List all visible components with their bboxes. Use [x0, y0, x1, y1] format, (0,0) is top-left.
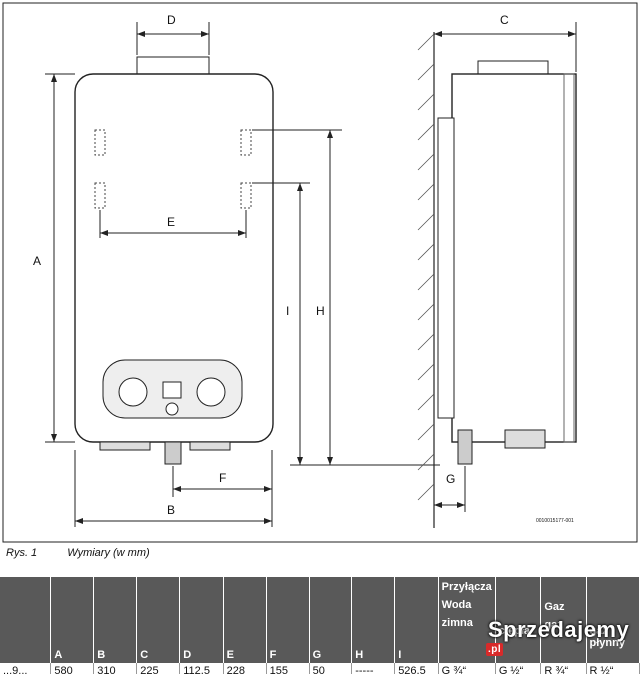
header-natural-gas: gaz — [544, 619, 563, 631]
header-a: A — [50, 577, 95, 663]
cell-gas: R ¾“ — [540, 663, 587, 674]
cell-b: 310 — [93, 663, 138, 674]
dim-label-c: C — [500, 13, 509, 27]
dim-label-e: E — [167, 215, 175, 229]
bottom-plate-right — [189, 441, 231, 451]
header-i: I — [394, 577, 439, 663]
cell-h: ----- — [351, 663, 396, 674]
cell-g: 50 — [309, 663, 353, 674]
right-knob — [196, 377, 226, 407]
header-cold: zimna — [441, 617, 473, 629]
dim-label-g: G — [446, 472, 455, 486]
side-view — [417, 32, 577, 528]
gas-connection — [164, 441, 182, 465]
display-window — [162, 381, 182, 399]
header-c: C — [136, 577, 181, 663]
header-water-cold: Przyłącza Woda zimna — [438, 577, 496, 663]
cell-c: 225 — [136, 663, 181, 674]
watermark: Sprzedajemy.pl — [486, 617, 640, 669]
dim-label-a: A — [33, 254, 41, 268]
table-row: ...9... 580 310 225 112,5 228 155 50 ---… — [0, 663, 640, 674]
caption-text: Wymiary (w mm) — [67, 547, 150, 559]
ignition-button — [165, 402, 179, 416]
header-liquid-gas: gaz płynny — [589, 625, 625, 649]
header-water: Woda — [441, 599, 472, 611]
table-header-row: A B C D E F G H I Przyłącza Woda zimna c… — [0, 577, 640, 663]
header-gas-title: Gaz — [544, 601, 565, 613]
header-group-title: Przyłącza — [441, 581, 492, 593]
watermark-text: Sprzedajemy — [488, 617, 630, 642]
header-e: E — [223, 577, 267, 663]
drawing-code: 0010015177-001 — [536, 518, 574, 524]
flue-collar — [136, 56, 210, 76]
dimensions-table: A B C D E F G H I Przyłącza Woda zimna c… — [0, 577, 640, 674]
bottom-plate — [99, 441, 151, 451]
dim-label-f: F — [219, 471, 226, 485]
header-model — [0, 577, 52, 663]
header-gas: Gaz gaz — [540, 577, 587, 663]
left-knob — [118, 377, 148, 407]
header-d: D — [179, 577, 224, 663]
dim-label-i: I — [286, 304, 289, 318]
cell-model: ...9... — [0, 663, 52, 674]
cell-cold-water: G ¾“ — [438, 663, 496, 674]
header-hot: ciepła — [498, 625, 530, 637]
figure-caption: Rys. 1 Wymiary (w mm) — [6, 547, 150, 559]
dimension-drawing: D A E H I F B C G 0010015177-001 — [2, 2, 638, 543]
dimension-arrows — [51, 31, 333, 524]
dimension-lines-front — [45, 22, 440, 527]
dimension-arrows-side — [434, 31, 576, 508]
dim-label-h: H — [316, 304, 325, 318]
header-f: F — [266, 577, 310, 663]
drawing-frame — [2, 2, 638, 543]
cell-e: 228 — [223, 663, 267, 674]
cell-i: 526,5 — [394, 663, 439, 674]
dim-label-d: D — [167, 13, 176, 27]
cell-f: 155 — [266, 663, 310, 674]
caption-label: Rys. 1 — [6, 547, 38, 559]
dim-label-b: B — [167, 503, 175, 517]
cell-a: 580 — [50, 663, 95, 674]
header-g: G — [309, 577, 353, 663]
cell-lpg: R ½“ — [586, 663, 640, 674]
header-lpg: gaz płynny — [586, 577, 640, 663]
mounting-slots — [94, 129, 252, 209]
header-b: B — [93, 577, 138, 663]
watermark-badge: .pl — [486, 643, 504, 656]
cell-hot-water: G ½“ — [495, 663, 542, 674]
header-h: H — [351, 577, 396, 663]
header-water-hot: ciepła — [495, 577, 542, 663]
cell-d: 112,5 — [179, 663, 224, 674]
dimensions-table-wrap: A B C D E F G H I Przyłącza Woda zimna c… — [0, 577, 640, 674]
